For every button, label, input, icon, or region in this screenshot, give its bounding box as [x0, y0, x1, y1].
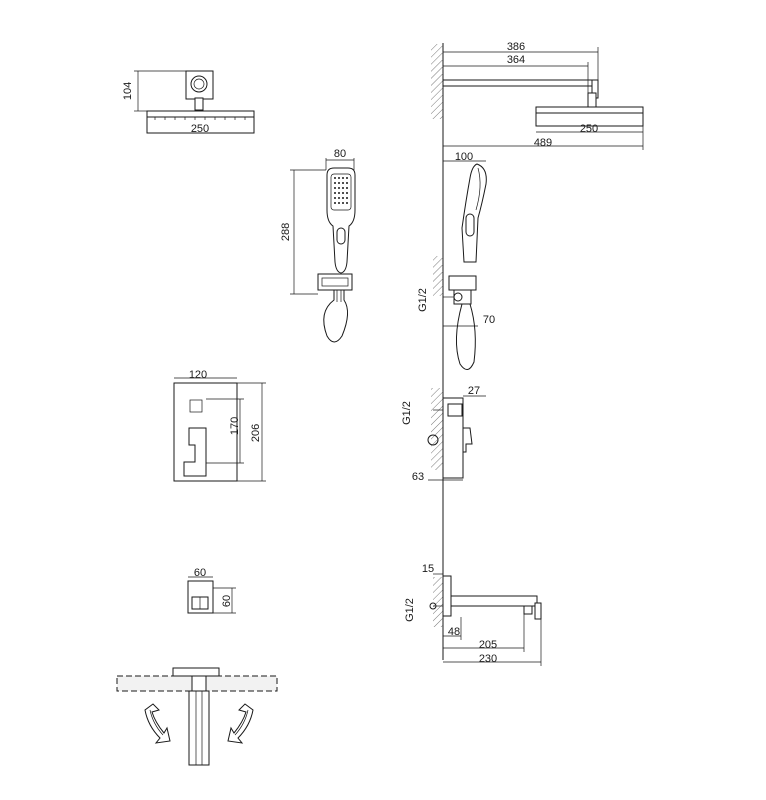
shower-head-connector [190, 75, 208, 93]
side-mixer: 27 G1/2 63 [401, 385, 486, 483]
dim-206: 206 [250, 424, 262, 442]
spout-flange [172, 667, 220, 677]
dim-489: 489 [534, 137, 552, 149]
mixer-lever [183, 427, 207, 477]
dim-15: 15 [422, 563, 434, 575]
dim-205: 205 [479, 639, 497, 651]
side-shower-arm: 386 364 250 489 [442, 41, 644, 150]
front-shower-head: 104 250 [122, 70, 255, 135]
dim-80: 80 [334, 148, 346, 160]
side-shower-head [535, 106, 644, 114]
dim-g12-hand: G1/2 [417, 288, 429, 312]
front-mixer: 120 170 206 [173, 369, 266, 482]
dim-250-front: 250 [191, 123, 209, 135]
dim-170: 170 [229, 417, 241, 435]
hand-shower-body [326, 167, 356, 274]
front-hand-shower: 80 288 [280, 148, 356, 343]
dim-100: 100 [455, 151, 473, 163]
dim-386: 386 [507, 41, 525, 53]
rotation-arrow-right [227, 703, 254, 744]
side-hand-shower: 100 G1/2 70 [417, 151, 495, 370]
dim-60-width: 60 [194, 567, 206, 579]
dim-288: 288 [280, 223, 292, 241]
dim-27: 27 [468, 385, 480, 397]
side-holder [448, 275, 477, 291]
dim-48: 48 [448, 626, 460, 638]
shower-head-plate [146, 110, 255, 118]
side-hand-shower-body [461, 163, 487, 263]
dim-g12-spout: G1/2 [404, 598, 416, 622]
front-wall-outlet: 60 60 [187, 567, 236, 614]
rotation-arrow-left [144, 703, 171, 744]
side-mixer-inlet [427, 434, 439, 446]
side-bath-spout: 15 G1/2 48 205 230 [404, 563, 542, 666]
swivel-spout-plan [116, 667, 278, 766]
dim-60-height: 60 [221, 595, 233, 607]
dim-104: 104 [122, 82, 134, 100]
dim-120: 120 [189, 369, 207, 381]
dim-63: 63 [412, 471, 424, 483]
side-wall [431, 43, 444, 660]
shower-head-flange [185, 70, 214, 100]
spout-body [188, 690, 210, 766]
dim-250-side: 250 [580, 123, 598, 135]
hand-shower-holder [317, 273, 353, 291]
spout-wall-plate [442, 575, 452, 617]
dim-230: 230 [479, 653, 497, 665]
shower-arm [442, 79, 598, 87]
dim-70: 70 [483, 314, 495, 326]
hand-shower-button [336, 227, 346, 245]
spout-arm [450, 595, 538, 607]
side-mixer-lever [462, 427, 473, 453]
diverter-knob [189, 399, 203, 413]
dim-364: 364 [507, 54, 525, 66]
dim-g12-mixer: G1/2 [401, 401, 413, 425]
